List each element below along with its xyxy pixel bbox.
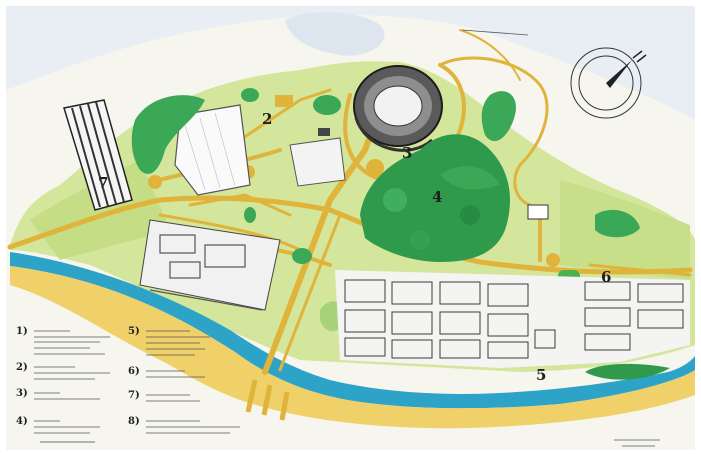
road-east-end [588, 263, 692, 277]
legend-num: 7) [128, 390, 140, 401]
compass-rose-icon [570, 47, 642, 119]
legend-num: 5) [128, 326, 140, 337]
legend-num: 4) [16, 416, 28, 427]
trees-riverside-east [585, 363, 670, 380]
legend-num: 1) [16, 326, 28, 337]
road-hill-path [459, 29, 521, 81]
trees-north [313, 95, 341, 115]
legend-num: 8) [128, 416, 140, 427]
north-arrow-icon [606, 50, 647, 88]
hall-hatching [184, 112, 236, 191]
zone-4-forest [360, 134, 510, 262]
small-pavilion [318, 128, 330, 136]
trees-east [595, 209, 640, 238]
road-diagonal-secondary [278, 213, 342, 372]
legend-num: 3) [16, 388, 28, 399]
road-middle [158, 213, 302, 252]
road-annotation [461, 29, 529, 36]
trees-west [131, 95, 205, 174]
entrance-block [275, 95, 293, 107]
zone-6-grid-district [335, 204, 690, 368]
zone-label-2: 2 [262, 110, 272, 128]
legend-num: 6) [128, 366, 140, 377]
plaza-east [546, 253, 560, 267]
bridge-west [245, 379, 258, 413]
bridges [245, 379, 290, 421]
zone-label-6: 6 [601, 268, 611, 286]
riverside-complex-west [139, 219, 281, 311]
legend-num: 2) [16, 362, 28, 373]
zone-label-5: 5 [536, 366, 546, 384]
trees-middle [292, 248, 312, 264]
zone-label-7: 7 [98, 174, 108, 192]
zone-label-3: 3 [402, 144, 412, 162]
road-main-east-west [7, 195, 693, 275]
zone-label-4: 4 [432, 188, 442, 206]
zone-7-sheds [63, 99, 133, 211]
trees-north-small [241, 88, 259, 102]
road-upper-east [438, 56, 549, 207]
legend-column-right: 5) 6) 7) 8) [128, 326, 240, 434]
zone-3-stadium [353, 65, 443, 152]
river-embankment [10, 266, 695, 429]
road-plaza [188, 193, 292, 217]
bridge-east [279, 391, 290, 421]
plaza-west [148, 175, 162, 189]
hill-shade [285, 12, 385, 56]
courts-building [289, 137, 346, 187]
river [10, 252, 695, 409]
legend: 1) 2) 3) 4) 5) 6) 7) 8) [16, 326, 240, 443]
trees-east-hill [481, 91, 516, 142]
bridge-middle [261, 384, 273, 416]
legend-column-left: 1) 2) 3) 4) [16, 326, 110, 434]
road-north [238, 88, 332, 142]
trees-plaza [244, 207, 256, 223]
plaza-stadium [366, 159, 384, 177]
signature-block [614, 439, 660, 447]
green-land-west [30, 160, 170, 260]
